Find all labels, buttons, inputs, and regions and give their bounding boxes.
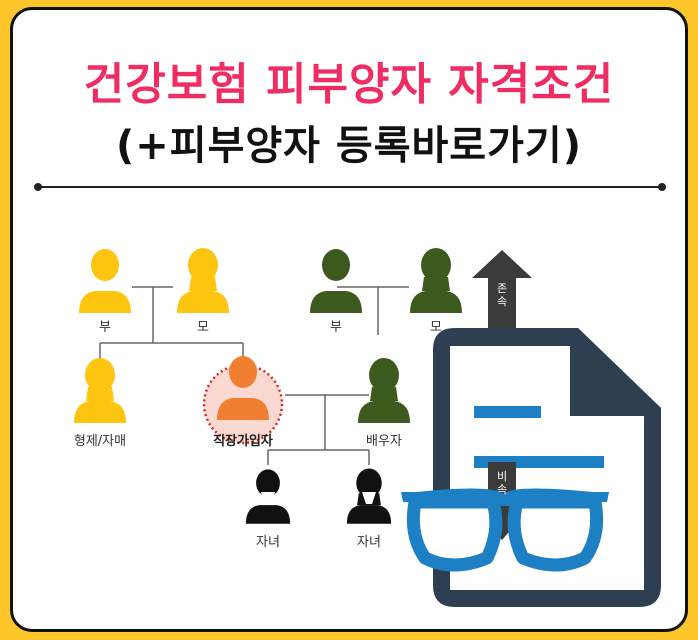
label-right-father: 부 (330, 320, 342, 335)
tree-connectors (99, 286, 409, 465)
label-descendant: 비속 (496, 470, 508, 496)
person-icon (74, 358, 126, 423)
person-icon (177, 248, 229, 313)
person-icon (79, 249, 131, 313)
label-ascendant: 존속 (496, 282, 508, 308)
label-spouse: 배우자 (366, 434, 402, 449)
person-icon (410, 248, 462, 313)
divider-line (34, 183, 666, 191)
label-child-2: 자녀 (357, 535, 381, 550)
label-subscriber: 직장가입자 (213, 434, 273, 449)
label-sibling: 형제/자매 (73, 434, 127, 449)
person-icon (358, 358, 410, 423)
page-subtitle: (+피부양자 등록바로가기) (115, 123, 582, 169)
label-left-mother: 모 (197, 320, 209, 335)
glasses-icon (401, 488, 609, 572)
label-left-father: 부 (99, 320, 111, 335)
label-child-1: 자녀 (256, 535, 280, 550)
label-right-mother: 모 (430, 320, 442, 335)
page-title: 건강보험 피부양자 자격조건 (83, 59, 615, 110)
thumbnail-card: 건강보험 피부양자 자격조건 (+피부양자 등록바로가기) (10, 7, 688, 632)
arrow-up-icon (472, 250, 532, 330)
person-icon (310, 249, 362, 313)
family-diagram (74, 248, 661, 607)
